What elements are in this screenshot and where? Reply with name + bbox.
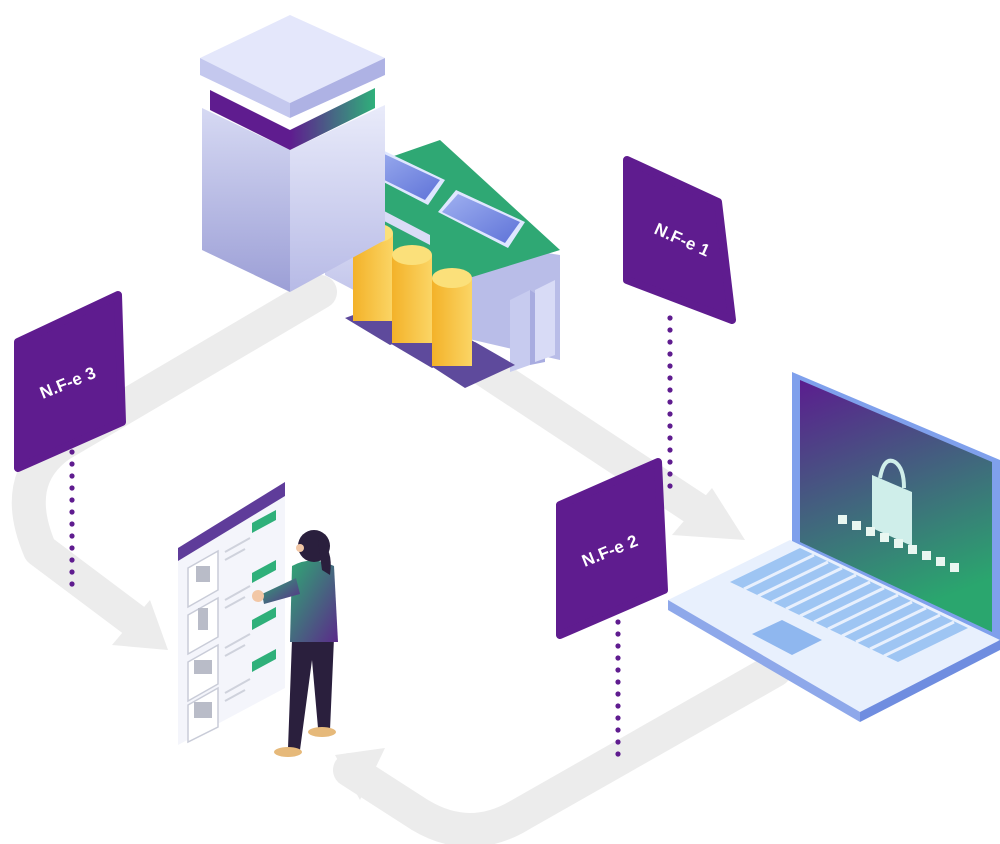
arrowhead-laptop <box>672 488 745 540</box>
product-catalog-icon <box>178 482 285 745</box>
laptop-touchpad <box>752 620 822 655</box>
person-icon <box>252 530 338 757</box>
tag-nfe-3: N.F-e 3 <box>14 291 126 472</box>
tag-nfe-1: N.F-e 1 <box>623 156 736 324</box>
factory-building-icon <box>200 15 560 388</box>
laptop-icon <box>668 372 1000 722</box>
flow-arrowheads <box>112 488 745 800</box>
arrowhead-person-bottom <box>335 748 385 800</box>
tag-nfe-2: N.F-e 2 <box>556 458 668 639</box>
arrowhead-person-left <box>112 600 168 650</box>
shopping-bag-icon <box>872 458 912 546</box>
flow-arrow-laptop-to-person <box>333 653 792 844</box>
flow-arrow-factory-to-laptop <box>453 343 722 532</box>
password-dots <box>838 515 959 572</box>
coin-stacks <box>353 223 472 366</box>
tag-connectors <box>69 315 673 757</box>
